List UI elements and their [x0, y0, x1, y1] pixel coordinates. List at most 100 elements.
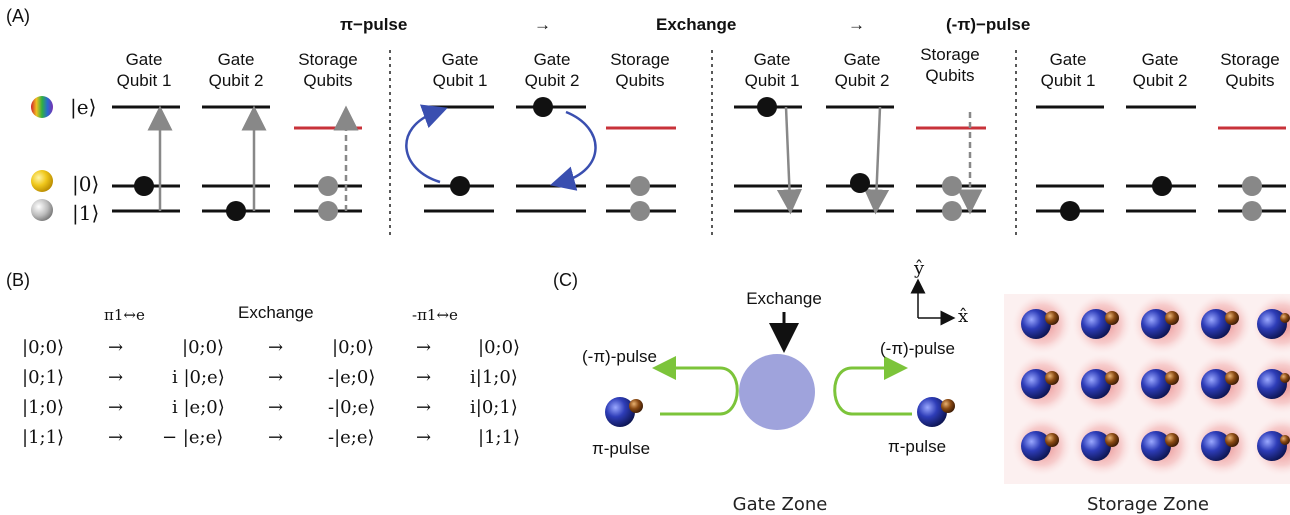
table-cell: → [268, 337, 283, 358]
excited-state-icon [31, 96, 53, 118]
atom-icon [1257, 309, 1287, 339]
state-1-icon [31, 199, 53, 221]
atom-gate1 [450, 176, 470, 196]
atom-icon [1225, 371, 1239, 385]
atom-icon [1201, 369, 1231, 399]
storage-zone-label: Storage Zone [1087, 494, 1209, 515]
left-top-label: (-π)-pulse [582, 347, 657, 366]
atom-icon [1141, 369, 1171, 399]
col-storage-line2: Qubits [303, 71, 352, 90]
atom-icon [1280, 435, 1290, 445]
op-minus-pi-label: -π1↔e [412, 306, 458, 324]
atom-icon [1225, 311, 1239, 325]
atom-icon [605, 397, 635, 427]
col-gate1-line2: Qubit 1 [433, 71, 488, 90]
col-gate1-line1: Gate [1050, 50, 1087, 69]
panel-c-label: (C) [553, 270, 578, 290]
guide-left [652, 356, 739, 416]
col-gate1-line2: Qubit 1 [117, 71, 172, 90]
col-gate1-line1: Gate [754, 50, 791, 69]
exchange-arrow-right [549, 110, 597, 191]
left-bottom-label: π-pulse [592, 439, 650, 458]
atom-icon [1257, 431, 1287, 461]
gate-zone-circle [739, 354, 815, 430]
atom-icon [1045, 371, 1059, 385]
op-exchange-label: Exchange [238, 303, 314, 322]
minus-pi-arrow [864, 106, 890, 215]
table-cell: |0;0⟩ [478, 337, 520, 358]
atom-icon [1280, 313, 1290, 323]
table-cell: i |e;0⟩ [172, 397, 225, 418]
col-storage-line2: Qubits [925, 66, 974, 85]
col-storage-line1: Storage [1220, 50, 1280, 69]
right-bottom-label: π-pulse [888, 437, 946, 456]
atom-gate2 [850, 173, 870, 193]
table-cell: → [268, 367, 283, 388]
atom-icon [1081, 309, 1111, 339]
table-cell: → [268, 427, 283, 448]
storage-grid [1004, 292, 1290, 484]
col-gate1-line2: Qubit 1 [1041, 71, 1096, 90]
table-cell: i|0;1⟩ [470, 397, 518, 418]
gate-zone-label: Gate Zone [733, 494, 828, 515]
atom-gate1 [134, 176, 154, 196]
table-cell: |0;1⟩ [22, 367, 64, 388]
col-gate2-line1: Gate [1142, 50, 1179, 69]
truth-table: |0;0⟩ → |0;0⟩ → |0;0⟩ → |0;0⟩ |0;1⟩ → i … [22, 337, 520, 448]
atom-icon [1105, 371, 1119, 385]
step-exchange: Exchange [656, 15, 736, 34]
table-cell: → [108, 367, 123, 388]
atom-icon [1105, 311, 1119, 325]
col-gate2-line1: Gate [534, 50, 571, 69]
atom-icon [1021, 309, 1051, 339]
table-cell: i |0;e⟩ [172, 367, 225, 388]
atom-icon [1165, 433, 1179, 447]
col-gate2-line1: Gate [844, 50, 881, 69]
op-pi-label: π1↔e [104, 306, 145, 324]
panel-a-label: (A) [6, 6, 30, 26]
col-gate2-line2: Qubit 2 [209, 71, 264, 90]
atom-icon [1045, 311, 1059, 325]
atom-icon [1021, 431, 1051, 461]
atom-icon [1141, 431, 1171, 461]
table-cell: → [416, 367, 431, 388]
atom-icon [1201, 309, 1231, 339]
atom-icon [941, 399, 955, 413]
atom-icon [1045, 433, 1059, 447]
col-storage-line1: Storage [298, 50, 358, 69]
table-cell: |1;1⟩ [478, 427, 520, 448]
atom-storage-1 [1242, 201, 1262, 221]
step-pi-pulse: π−pulse [340, 15, 407, 34]
state-e-label: |e⟩ [70, 95, 96, 120]
table-cell: → [108, 337, 123, 358]
atom-icon [1280, 373, 1290, 383]
guide-right [833, 356, 912, 416]
step-minus-pi-pulse: (-π)−pulse [946, 15, 1030, 34]
atom-storage-1 [318, 201, 338, 221]
table-cell: → [416, 397, 431, 418]
col-gate1-line1: Gate [442, 50, 479, 69]
col-gate1-line1: Gate [126, 50, 163, 69]
atom-icon [1225, 433, 1239, 447]
right-top-label: (-π)-pulse [880, 339, 955, 358]
atom-icon [1165, 311, 1179, 325]
table-cell: -|0;e⟩ [328, 397, 375, 418]
axis-y-label: ŷ [913, 258, 925, 279]
atom-icon [1165, 371, 1179, 385]
table-cell: → [416, 427, 431, 448]
block-4: Gate Qubit 1 Gate Qubit 2 Storage Qubits [1036, 50, 1286, 221]
axis-x-label: x̂ [958, 306, 968, 327]
atom-storage-0 [942, 176, 962, 196]
table-cell: |1;1⟩ [22, 427, 64, 448]
atom-icon [629, 399, 643, 413]
atom-icon [1081, 431, 1111, 461]
col-gate2-line2: Qubit 2 [1133, 71, 1188, 90]
table-cell: |0;0⟩ [22, 337, 64, 358]
atom-gate1 [1060, 201, 1080, 221]
table-cell: → [268, 397, 283, 418]
table-cell: → [108, 427, 123, 448]
atom-icon [1021, 369, 1051, 399]
atom-storage-0 [318, 176, 338, 196]
col-storage-line2: Qubits [1225, 71, 1274, 90]
col-gate2-line1: Gate [218, 50, 255, 69]
